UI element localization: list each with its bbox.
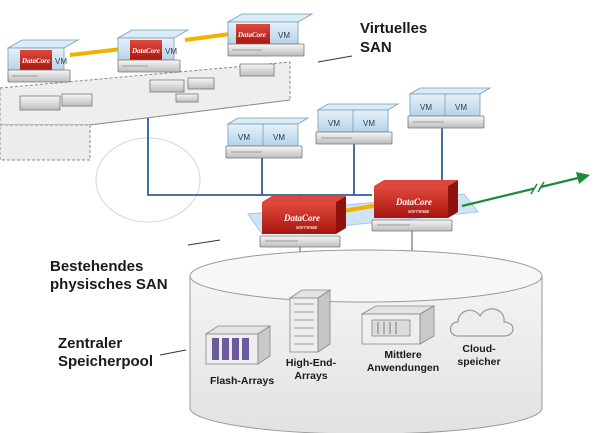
storage-unit <box>175 93 199 103</box>
flash-array-label: Flash-Arrays <box>210 375 274 387</box>
vm-label: VM <box>273 133 285 142</box>
physical-host-1: VM VM <box>225 117 310 159</box>
datacore-sub: SOFTWARE <box>296 225 318 230</box>
server-chassis <box>7 69 71 83</box>
virtual-host-3: DataCore VM <box>226 13 314 57</box>
cloud-label-1: Cloud- <box>462 343 496 355</box>
datacore-node-2: DataCore SOFTWARE <box>371 180 458 232</box>
highend-label-2: Arrays <box>294 370 327 382</box>
physical-san-label-2: physisches SAN <box>50 276 168 293</box>
server-chassis <box>117 59 181 73</box>
flash-array-device <box>204 325 272 365</box>
physical-san-label-1: Bestehendes <box>50 258 143 275</box>
storage-pool-label-2: Speicherpool <box>58 353 153 370</box>
virtual-host-1: DataCore VM <box>6 39 80 83</box>
cloud-icon <box>449 308 514 337</box>
storage-pool-leader <box>159 349 187 356</box>
storage-unit <box>61 93 93 107</box>
storage-unit <box>149 79 185 93</box>
replication-arrow <box>461 172 590 208</box>
vm-label: VM <box>55 57 67 66</box>
server-chassis <box>407 115 485 129</box>
midrange-label-2: Anwendungen <box>367 362 439 374</box>
virtual-san-label-1: Virtuelles <box>360 20 427 37</box>
datacore-logo: DataCore <box>237 31 266 39</box>
vm-label: VM <box>328 119 340 128</box>
datacore-logo: DataCore <box>283 213 320 223</box>
storage-pool-cylinder <box>189 249 543 433</box>
virtual-host-2: DataCore VM <box>116 29 190 73</box>
highend-label-1: High-End- <box>286 357 337 369</box>
midrange-label-1: Mittlere <box>384 349 422 361</box>
physical-san-leader <box>187 239 221 246</box>
datacore-vm-box <box>130 40 162 60</box>
datacore-box <box>374 186 448 218</box>
vm-label: VM <box>455 103 467 112</box>
midrange-device <box>360 305 436 345</box>
server-chassis <box>227 43 305 57</box>
datacore-sub: SOFTWARE <box>408 209 430 214</box>
datacore-node-1: DataCore SOFTWARE <box>259 196 346 248</box>
storage-pool-label-1: Zentraler <box>58 335 122 352</box>
datacore-logo: DataCore <box>131 47 160 55</box>
storage-unit <box>187 77 215 90</box>
highend-array-device <box>288 289 332 353</box>
server-chassis <box>315 131 393 145</box>
datacore-logo: DataCore <box>21 57 50 65</box>
datacore-logo: DataCore <box>395 197 432 207</box>
vm-label: VM <box>165 47 177 56</box>
cloud-label-2: speicher <box>457 356 500 368</box>
virtual-storage-units <box>19 63 275 111</box>
vm-label: VM <box>278 31 290 40</box>
vm-label: VM <box>420 103 432 112</box>
storage-unit <box>19 95 61 111</box>
datacore-box <box>262 202 336 234</box>
physical-host-3: VM VM <box>407 87 492 129</box>
storage-unit <box>239 63 275 77</box>
virtual-san-group: DataCore VM DataCore VM DataCore VM <box>0 13 314 161</box>
virtual-san-leader <box>317 55 353 63</box>
virtual-san-label-2: SAN <box>360 39 392 56</box>
server-chassis <box>225 145 303 159</box>
physical-host-2: VM VM <box>315 103 400 145</box>
vm-label: VM <box>238 133 250 142</box>
datacore-vm-box <box>20 50 52 70</box>
datacore-vm-box <box>236 24 270 44</box>
arrow-head <box>576 172 590 184</box>
vm-label: VM <box>363 119 375 128</box>
